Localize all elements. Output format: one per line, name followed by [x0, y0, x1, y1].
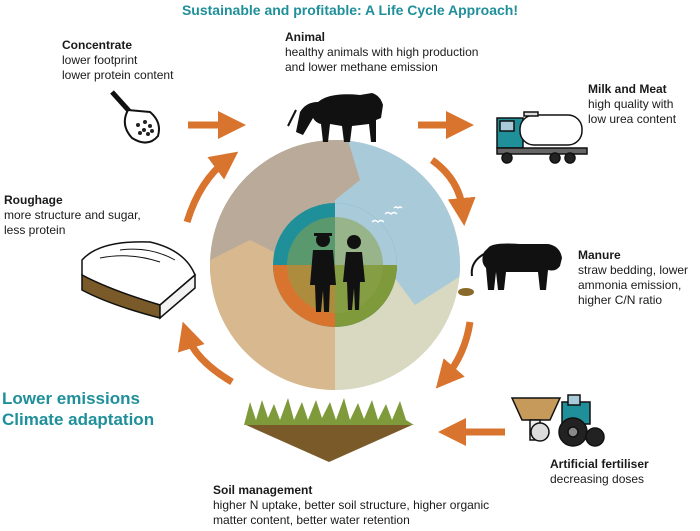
node-manure: Manure straw bedding, lower ammonia emis… [578, 248, 688, 308]
goals-text: Lower emissions Climate adaptation [2, 388, 154, 430]
milk-truck-icon [496, 111, 588, 164]
manure-cow-icon [470, 243, 562, 290]
node-fertiliser: Artificial fertiliser decreasing doses [550, 457, 649, 487]
soil-line: matter content, better water retention [213, 513, 410, 527]
soil-line: higher N uptake, better soil structure, … [213, 498, 490, 512]
manure-heading: Manure [578, 248, 621, 262]
node-milk-meat: Milk and Meat high quality with low urea… [588, 82, 676, 127]
tractor-icon [510, 394, 605, 447]
soil-grass-icon [244, 398, 414, 462]
animal-heading: Animal [285, 30, 326, 44]
fertiliser-heading: Artificial fertiliser [550, 457, 649, 471]
roughage-line: more structure and sugar, [4, 208, 141, 222]
milk-meat-line: low urea content [588, 112, 677, 126]
manure-icon [458, 288, 474, 296]
node-soil: Soil management higher N uptake, better … [213, 483, 489, 528]
roughage-line: less protein [4, 223, 66, 237]
concentrate-line: lower protein content [62, 68, 174, 82]
roughage-heading: Roughage [4, 193, 63, 207]
scoop-icon [110, 90, 160, 144]
cow-icon [287, 93, 383, 142]
animal-line: and lower methane emission [285, 60, 438, 74]
concentrate-line: lower footprint [62, 53, 138, 67]
diagram-title: Sustainable and profitable: A Life Cycle… [181, 2, 519, 18]
milk-meat-heading: Milk and Meat [588, 82, 667, 96]
node-animal: Animal healthy animals with high product… [285, 30, 478, 75]
node-concentrate: Concentrate lower footprint lower protei… [62, 38, 173, 83]
goal-line: Climate adaptation [2, 410, 155, 429]
cycle-arrows [177, 111, 505, 446]
birds-icon [371, 206, 403, 223]
manure-line: ammonia emission, [578, 278, 682, 292]
manure-line: higher C/N ratio [578, 293, 663, 307]
node-roughage: Roughage more structure and sugar, less … [4, 193, 141, 238]
goal-line: Lower emissions [2, 389, 140, 408]
manure-line: straw bedding, lower [578, 263, 689, 277]
animal-line: healthy animals with high production [285, 45, 479, 59]
soil-heading: Soil management [213, 483, 313, 497]
concentrate-heading: Concentrate [62, 38, 133, 52]
farmers-icon [310, 233, 365, 312]
silage-pile-icon [81, 241, 196, 320]
fertiliser-line: decreasing doses [550, 472, 645, 486]
milk-meat-line: high quality with [588, 97, 674, 111]
